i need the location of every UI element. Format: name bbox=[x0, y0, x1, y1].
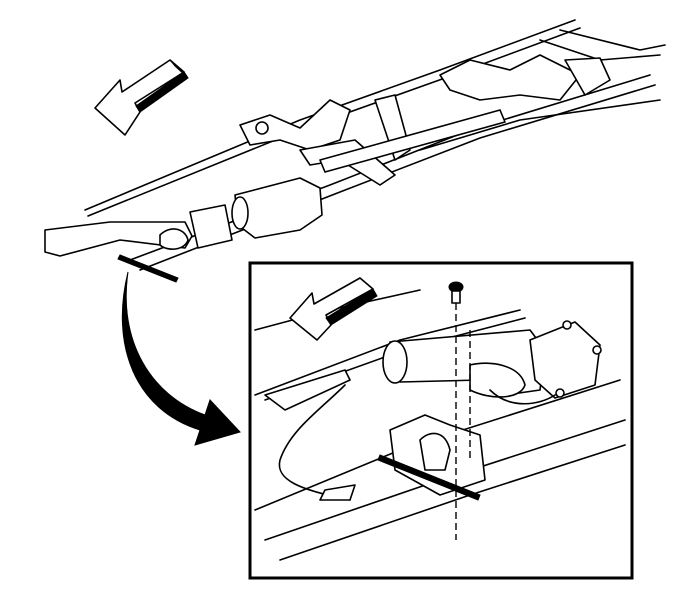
forward-direction-arrow-icon bbox=[94, 59, 189, 136]
hanger-bracket bbox=[117, 254, 179, 283]
front-pipe bbox=[44, 221, 193, 257]
inset-forward-arrow-icon bbox=[289, 277, 378, 341]
hanger-bracket-detail bbox=[377, 414, 486, 501]
exhaust-pipe-overview bbox=[44, 57, 611, 257]
detail-inset bbox=[248, 261, 634, 580]
flange-detail bbox=[529, 321, 601, 399]
exhaust-pipe-detail bbox=[382, 320, 602, 405]
pipe-flange bbox=[189, 204, 233, 249]
crossmembers bbox=[239, 54, 581, 186]
detail-callout-arrow-icon bbox=[121, 271, 241, 446]
bolt-icon bbox=[448, 281, 471, 540]
rear-muffler bbox=[564, 57, 611, 96]
